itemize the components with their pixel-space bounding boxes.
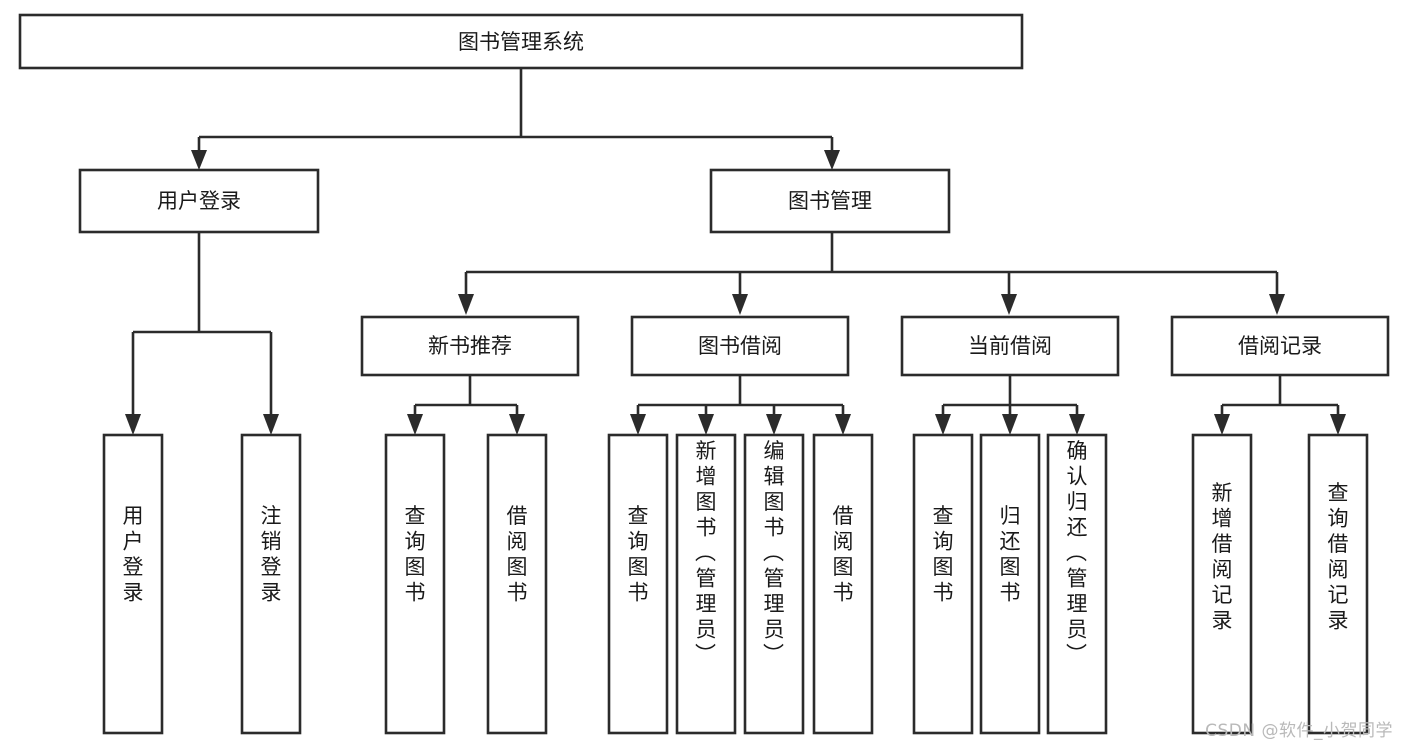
node-leaf-confirm-return-box[interactable] [1046,433,1108,735]
connector-book-management-to-level3 [464,232,1279,305]
node-leaf-borrow-book-2[interactable]: 借阅图书 [812,433,874,735]
node-leaf-user-logout-box[interactable] [240,433,302,735]
node-book-management-box[interactable] [709,168,951,234]
arrowhead-icon [509,414,525,435]
node-root-box[interactable] [18,13,1024,70]
node-leaf-return-book-box[interactable] [979,433,1041,735]
node-leaf-user-logout-label: 注销登录 [261,504,282,605]
arrowhead-icon [630,414,646,435]
node-leaf-query-record-box[interactable] [1307,433,1369,735]
node-leaf-borrow-book-1-box[interactable] [486,433,548,735]
node-leaf-return-book-label: 归还图书 [1000,504,1021,605]
node-leaf-query-book-3-label: 查询图书 [933,504,954,605]
node-leaf-user-logout[interactable]: 注销登录 [240,433,302,735]
node-leaf-query-book-1-box[interactable] [384,433,446,735]
node-leaf-add-book[interactable]: 新增图书（管理员） [675,433,737,735]
arrowhead-icon [1001,294,1017,315]
node-leaf-query-book-1[interactable]: 查询图书 [384,433,446,735]
arrowhead-icon [1269,294,1285,315]
node-borrow-record-box[interactable] [1170,315,1390,377]
arrowhead-layer [125,150,1346,435]
node-leaf-query-book-2-box[interactable] [607,433,669,735]
node-leaf-query-record-label: 查询借阅记录 [1328,481,1349,633]
node-leaf-add-record-box[interactable] [1191,433,1253,735]
connector-user-login-to-leaves [131,232,273,425]
node-borrow-record-label: 借阅记录 [1238,334,1322,358]
node-user-login-box[interactable] [78,168,320,234]
connector-new-book-recommend-to-leaves [413,375,519,425]
arrowhead-icon [698,414,714,435]
node-book-borrow-label: 图书借阅 [698,334,782,358]
node-current-borrow-box[interactable] [900,315,1120,377]
node-leaf-return-book[interactable]: 归还图书 [979,433,1041,735]
node-leaf-borrow-book-1-label: 借阅图书 [507,504,528,605]
node-user-login[interactable]: 用户登录 [78,168,320,234]
arrowhead-icon [125,414,141,435]
arrowhead-icon [407,414,423,435]
node-new-book-recommend-label: 新书推荐 [428,334,512,358]
node-book-management[interactable]: 图书管理 [709,168,951,234]
node-leaf-user-login-box[interactable] [102,433,164,735]
node-leaf-confirm-return[interactable]: 确认归还（管理员） [1046,433,1108,735]
node-leaf-query-book-2[interactable]: 查询图书 [607,433,669,735]
node-new-book-recommend-box[interactable] [360,315,580,377]
node-new-book-recommend[interactable]: 新书推荐 [360,315,580,377]
arrowhead-icon [1002,414,1018,435]
arrowhead-icon [191,150,207,170]
node-leaf-add-book-label: 新增图书（管理员） [695,439,717,667]
arrowhead-icon [1069,414,1085,435]
arrowhead-icon [1330,414,1346,435]
node-book-management-label: 图书管理 [788,189,872,213]
node-leaf-add-record[interactable]: 新增借阅记录 [1191,433,1253,735]
arrowhead-icon [1214,414,1230,435]
node-root-label: 图书管理系统 [458,30,584,54]
arrowhead-icon [458,294,474,315]
arrowhead-icon [732,294,748,315]
connector-layer [131,68,1340,425]
node-leaf-query-book-1-label: 查询图书 [405,504,426,605]
node-leaf-borrow-book-2-box[interactable] [812,433,874,735]
connector-root-to-level2 [197,68,834,160]
node-leaf-edit-book-box[interactable] [743,433,805,735]
arrowhead-icon [766,414,782,435]
arrowhead-icon [824,150,840,170]
node-leaf-confirm-return-label: 确认归还（管理员） [1066,439,1088,667]
node-leaf-borrow-book-1[interactable]: 借阅图书 [486,433,548,735]
node-leaf-user-login[interactable]: 用户登录 [102,433,164,735]
node-leaf-borrow-book-2-label: 借阅图书 [833,504,854,605]
node-leaf-add-record-label: 新增借阅记录 [1212,481,1233,633]
arrowhead-icon [935,414,951,435]
node-user-login-label: 用户登录 [157,189,241,213]
node-leaf-edit-book-label: 编辑图书（管理员） [763,439,785,667]
connector-book-borrow-to-leaves [636,375,845,425]
node-leaf-query-record[interactable]: 查询借阅记录 [1307,433,1369,735]
node-book-borrow-box[interactable] [630,315,850,377]
node-leaf-query-book-3[interactable]: 查询图书 [912,433,974,735]
node-leaf-user-login-label: 用户登录 [123,504,144,605]
arrowhead-icon [835,414,851,435]
node-current-borrow-label: 当前借阅 [968,334,1052,358]
node-leaf-edit-book[interactable]: 编辑图书（管理员） [743,433,805,735]
arrowhead-icon [263,414,279,435]
node-leaf-add-book-box[interactable] [675,433,737,735]
node-root[interactable]: 图书管理系统 [18,13,1024,70]
node-current-borrow[interactable]: 当前借阅 [900,315,1120,377]
node-leaf-query-book-3-box[interactable] [912,433,974,735]
node-leaf-query-book-2-label: 查询图书 [628,504,649,605]
node-book-borrow[interactable]: 图书借阅 [630,315,850,377]
node-borrow-record[interactable]: 借阅记录 [1170,315,1390,377]
connector-borrow-record-to-leaves [1220,375,1340,425]
